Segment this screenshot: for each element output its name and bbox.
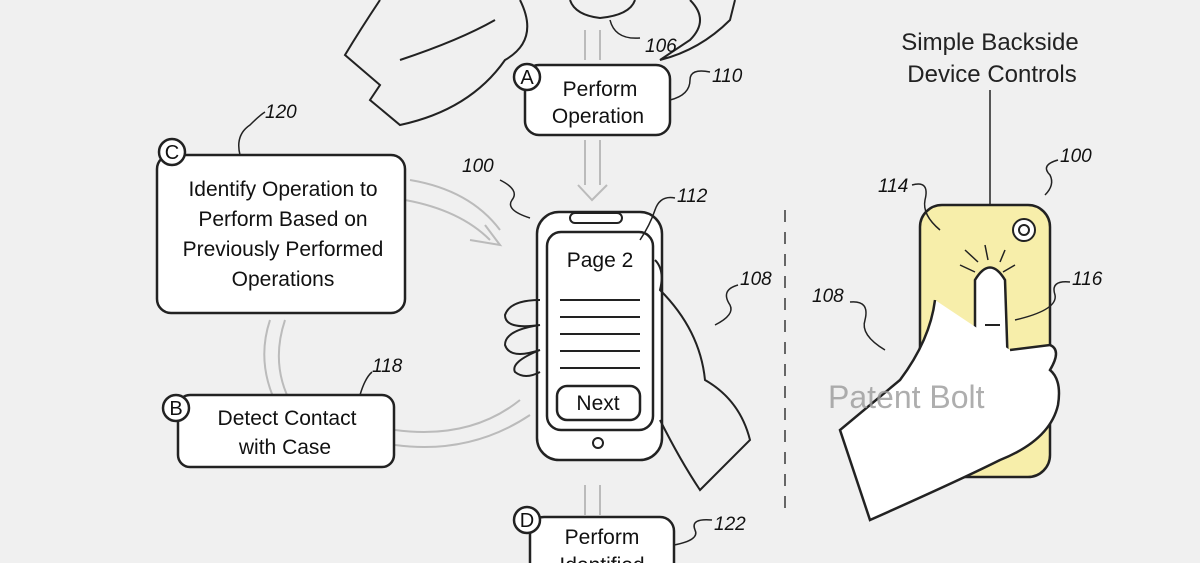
phone-screen (545, 230, 655, 432)
phone-front (535, 210, 664, 462)
step-a-marker (512, 62, 542, 92)
ref-106: 106 (645, 36, 677, 57)
ref-100-back: 100 (1060, 146, 1092, 167)
watermark: Patent Bolt (828, 379, 985, 415)
right-hand (654, 259, 752, 492)
step-c-line4: Operations (232, 268, 335, 291)
step-d-box (528, 515, 676, 563)
step-c-line1: Identify Operation to (188, 178, 377, 201)
ref-108-back: 108 (812, 286, 844, 307)
next-button-shape (555, 384, 642, 422)
phone-back (838, 203, 1061, 522)
ref-114: 114 (878, 176, 908, 197)
step-d-letter: D (520, 510, 534, 532)
step-c-letter: C (165, 142, 179, 164)
step-a-letter: A (520, 67, 534, 89)
step-a-line2: Operation (552, 105, 644, 128)
ref-116: 116 (1072, 269, 1103, 290)
step-c-marker (157, 137, 187, 167)
back-hand (838, 299, 1061, 522)
ref-118: 118 (372, 356, 403, 377)
ref-100-front: 100 (462, 156, 494, 177)
ref-112: 112 (677, 186, 708, 207)
step-a-line1: Perform (563, 78, 638, 101)
caption-line1: Simple Backside (901, 29, 1078, 56)
step-b-marker (161, 393, 191, 423)
step-b-line1: Detect Contact (218, 407, 357, 430)
left-fingers (503, 299, 541, 377)
screen-title: Page 2 (567, 249, 634, 272)
ref-122: 122 (714, 514, 746, 535)
ref-108-front: 108 (740, 269, 772, 290)
step-c-line2: Perform Based on (198, 208, 367, 231)
ref-120: 120 (265, 102, 297, 123)
step-b-letter: B (169, 398, 182, 420)
next-button[interactable]: Next (576, 392, 619, 415)
step-b-line2: with Case (238, 436, 331, 459)
step-c-line3: Previously Performed (183, 238, 384, 261)
step-d-line2: Identified (559, 554, 644, 563)
step-d-line1: Perform (565, 526, 640, 549)
step-d-marker (512, 505, 542, 535)
step-b-box (176, 393, 396, 469)
top-hand-illustration (343, 0, 736, 127)
step-c-box (155, 153, 407, 315)
ref-110: 110 (712, 66, 743, 87)
caption-line2: Device Controls (907, 61, 1076, 88)
